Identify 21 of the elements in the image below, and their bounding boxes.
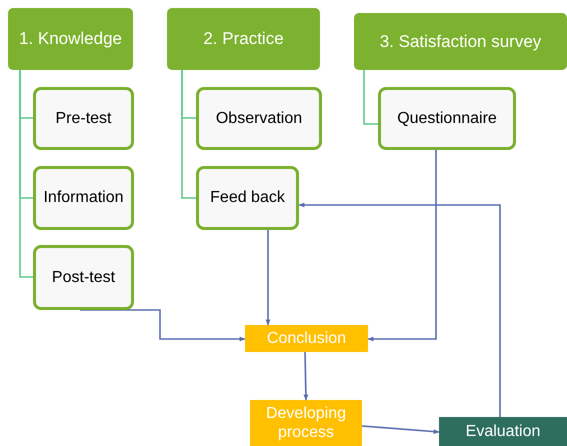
arrow: [266, 230, 270, 326]
arrow: [367, 150, 437, 342]
item-box: Information: [33, 166, 134, 230]
item-box: Post-test: [33, 245, 134, 310]
item-box: Pre-test: [33, 87, 134, 150]
item-box: Feed back: [196, 166, 299, 230]
category-header: 2. Practice: [167, 8, 320, 70]
item-box: Observation: [196, 87, 322, 150]
process-box: Developing process: [250, 400, 362, 446]
category-header: 3. Satisfaction survey: [354, 13, 567, 70]
item-box: Questionnaire: [378, 87, 516, 150]
arrow: [80, 309, 246, 342]
process-box: Conclusion: [245, 325, 368, 352]
connector-line: [19, 70, 33, 278]
connector-line: [363, 70, 378, 125]
category-header: 1. Knowledge: [8, 8, 133, 70]
arrow: [304, 352, 308, 401]
connector-line: [181, 70, 196, 199]
process-box: Evaluation: [439, 417, 567, 446]
arrow: [362, 425, 440, 434]
arrow: [298, 202, 501, 417]
